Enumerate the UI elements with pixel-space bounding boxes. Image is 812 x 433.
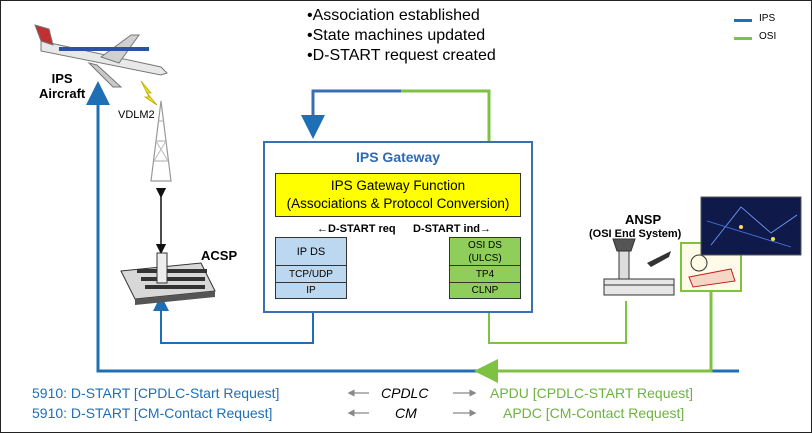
legend-ips-label: IPS bbox=[759, 13, 776, 24]
bullet-item: •Association established bbox=[307, 7, 480, 24]
osi-message-cm: APDC [CM-Contact Request] bbox=[503, 405, 685, 421]
osi-message-cpdlc: APDU [CPDLC-START Request] bbox=[490, 385, 694, 401]
bullet-item: •D-START request created bbox=[307, 47, 496, 64]
osi-protocol-stack: OSI DS (ULCS) TP4 CLNP bbox=[449, 237, 521, 299]
gateway-to-acsp-path bbox=[153, 295, 314, 344]
dstart-req-label: ←D-START req bbox=[317, 223, 396, 235]
ips-message-cpdlc: 5910: D-START [CPDLC-Start Request] bbox=[32, 385, 280, 401]
osi-return-path bbox=[474, 291, 713, 383]
vdlm2-label: VDLM2 bbox=[118, 109, 155, 121]
dstart-ind-label: D-START ind→ bbox=[413, 223, 492, 235]
ips-message-cm: 5910: D-START [CM-Contact Request] bbox=[32, 405, 273, 421]
ansp-to-gateway-path bbox=[481, 293, 627, 344]
osi-stack-layer: OSI DS (ULCS) bbox=[450, 238, 520, 266]
app-label-cpdlc: CPDLC bbox=[381, 385, 429, 401]
aircraft-label: IPS Aircraft bbox=[39, 71, 86, 101]
control-tower-icon bbox=[603, 238, 675, 296]
building-icon bbox=[120, 252, 216, 305]
osi-stack-layer: TP4 bbox=[450, 266, 520, 283]
gateway-function-box: IPS Gateway Function (Associations & Pro… bbox=[275, 173, 521, 217]
legend-osi-line bbox=[734, 37, 752, 40]
gateway-title: IPS Gateway bbox=[355, 149, 441, 165]
app-label-cm: CM bbox=[395, 405, 417, 421]
acsp-label: ACSP bbox=[201, 248, 238, 263]
ips-stack-layer: IP bbox=[306, 285, 316, 296]
osi-stack-layer: CLNP bbox=[471, 285, 499, 296]
radar-screen-icon bbox=[680, 196, 802, 292]
legend-osi-label: OSI bbox=[759, 31, 777, 42]
legend-ips-line bbox=[734, 19, 752, 22]
top-loop-green bbox=[401, 89, 491, 141]
ips-stack-layer: IP DS bbox=[276, 238, 346, 266]
ips-stack-layer: TCP/UDP bbox=[276, 266, 346, 283]
ansp-sublabel: (OSI End System) bbox=[589, 228, 682, 240]
airplane-icon bbox=[34, 24, 168, 88]
radio-tower-icon bbox=[150, 100, 172, 182]
lightning-icon bbox=[140, 80, 158, 106]
status-bullets: •Association established •State machines… bbox=[307, 6, 496, 66]
ips-protocol-stack: IP DS TCP/UDP IP bbox=[275, 237, 347, 299]
top-loop-blue bbox=[301, 89, 401, 139]
ansp-label: ANSP bbox=[625, 212, 662, 227]
ips-gateway-box: IPS Gateway IPS Gateway Function (Associ… bbox=[263, 141, 533, 313]
bullet-item: •State machines updated bbox=[307, 27, 486, 44]
